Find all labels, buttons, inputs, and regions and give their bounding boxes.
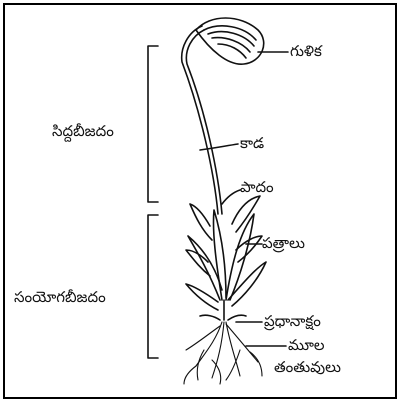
sporophyte-bracket <box>148 46 158 202</box>
label-leaves: పత్రాలు <box>262 236 305 251</box>
label-foot: పాదం <box>240 180 274 195</box>
label-sporophyte: సిద్దబీజదం <box>52 124 114 139</box>
label-capsule: గుళిక <box>290 44 322 59</box>
label-rhizoids-line1: మూల <box>288 338 325 353</box>
label-main-axis: ప్రధానాక్షం <box>264 314 321 329</box>
label-gametophyte: సంయోగబీజదం <box>14 290 106 305</box>
gametophyte-bracket <box>148 215 158 358</box>
label-rhizoids-line2: తంతువులు <box>274 360 341 375</box>
leaves-cluster <box>186 196 266 320</box>
label-seta: కాడ <box>240 136 264 151</box>
rhizoids <box>184 322 262 384</box>
foot-leader <box>222 190 240 204</box>
capsule-shape <box>196 18 264 64</box>
